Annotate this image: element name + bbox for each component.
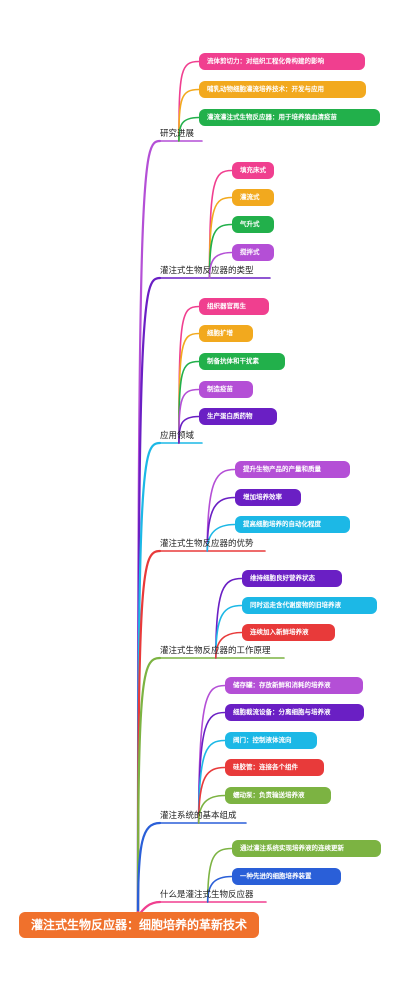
leaf-topic[interactable]: 硅胶管：连接各个组件 [225, 759, 324, 776]
leaf-connector [208, 251, 233, 279]
leaf-topic[interactable]: 组织器官再生 [199, 298, 269, 315]
leaf-topic[interactable]: 填充床式 [232, 162, 274, 179]
branch-topic[interactable]: 灌注式生物反应器的类型 [160, 266, 254, 276]
leaf-topic[interactable]: 细胞扩增 [199, 325, 253, 342]
leaf-topic[interactable]: 连续加入新鲜培养液 [242, 624, 335, 641]
branch-connector [136, 276, 162, 914]
leaf-topic[interactable]: 灌流式 [232, 189, 274, 206]
branch-topic[interactable]: 应用领域 [160, 431, 195, 441]
leaf-topic[interactable]: 气升式 [232, 216, 274, 233]
leaf-topic[interactable]: 制造疫苗 [199, 381, 253, 398]
leaf-connector [215, 631, 243, 659]
branch-topic[interactable]: 灌注式生物反应器的工作原理 [160, 646, 271, 656]
branch-connector [136, 656, 162, 914]
leaf-topic[interactable]: 一种先进的细胞培养装置 [232, 868, 341, 885]
leaf-connector [206, 523, 236, 552]
branch-connector [136, 821, 162, 914]
leaf-topic[interactable]: 增加培养效率 [235, 489, 301, 506]
leaf-topic[interactable]: 提升生物产品的产量和质量 [235, 461, 350, 478]
leaf-connector [197, 794, 226, 824]
leaf-topic[interactable]: 同时运走含代谢废物的旧培养液 [242, 597, 377, 614]
leaf-topic[interactable]: 流体剪切力：对组织工程化骨构建的影响 [199, 53, 365, 70]
leaf-connector [178, 116, 200, 142]
leaf-topic[interactable]: 阀门：控制液体流向 [225, 732, 317, 749]
leaf-topic[interactable]: 通过灌注系统实现培养液的连续更新 [232, 840, 381, 857]
branch-topic[interactable]: 灌注式生物反应器的优势 [160, 539, 254, 549]
leaf-topic[interactable]: 提高细胞培养的自动化程度 [235, 516, 350, 533]
leaf-topic[interactable]: 细胞截流设备：分离细胞与培养液 [225, 704, 364, 721]
branch-topic[interactable]: 什么是灌注式生物反应器 [160, 890, 254, 900]
leaf-connector [215, 604, 243, 659]
leaf-connector [206, 496, 236, 552]
leaf-connector [206, 847, 233, 903]
leaf-topic[interactable]: 生产蛋白质药物 [199, 408, 277, 425]
leaf-topic[interactable]: 维持细胞良好营养状态 [242, 570, 342, 587]
leaf-topic[interactable]: 搅拌式 [232, 244, 274, 261]
leaf-topic[interactable]: 制备抗体和干扰素 [199, 353, 285, 370]
branch-topic[interactable]: 研究进展 [160, 129, 195, 139]
leaf-topic[interactable]: 蠕动泵：负责输送培养液 [225, 787, 331, 804]
branch-topic[interactable]: 灌注系统的基本组成 [160, 811, 237, 821]
root-topic[interactable]: 灌注式生物反应器：细胞培养的革新技术 [19, 912, 259, 938]
leaf-connector [178, 415, 200, 444]
leaf-topic[interactable]: 灌流灌注式生物反应器：用于培养狼血清疫苗 [199, 109, 380, 126]
leaf-connector [208, 223, 233, 279]
leaf-topic[interactable]: 储存罐：存放新鲜和消耗的培养液 [225, 677, 363, 694]
leaf-connector [197, 766, 226, 824]
leaf-topic[interactable]: 哺乳动物细胞灌流培养技术：开发与应用 [199, 81, 366, 98]
leaf-connector [178, 332, 200, 444]
leaf-connector [197, 684, 226, 824]
leaf-connector [206, 875, 233, 903]
